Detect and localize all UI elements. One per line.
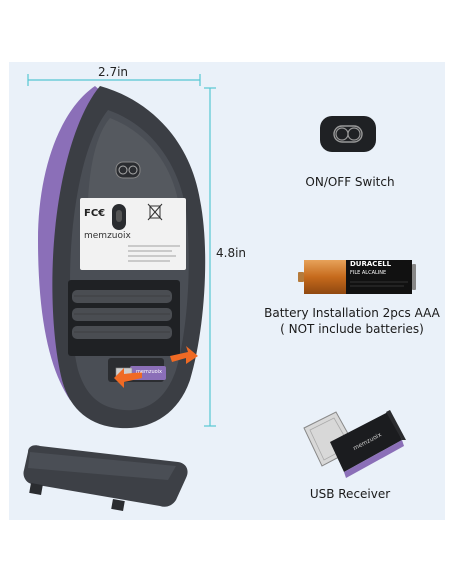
fcc-label: FC€ <box>84 208 106 219</box>
dongle-brand-label: memzuoix <box>136 369 163 375</box>
onoff-switch-caption: ON/OFF Switch <box>305 175 395 189</box>
height-label: 4.8in <box>216 246 247 260</box>
battery-caption-line2: ( NOT include batteries) <box>280 322 424 336</box>
usb-receiver-caption: USB Receiver <box>309 487 391 501</box>
mouse-brand-label: memzuoix <box>84 231 131 241</box>
width-label: 2.7in <box>98 65 129 79</box>
battery-caption-line1: Battery Installation 2pcs AAA <box>264 306 440 320</box>
battery-type-text: FILE ALCALINE <box>350 270 387 276</box>
battery-brand-text: DURACELL <box>350 260 392 268</box>
